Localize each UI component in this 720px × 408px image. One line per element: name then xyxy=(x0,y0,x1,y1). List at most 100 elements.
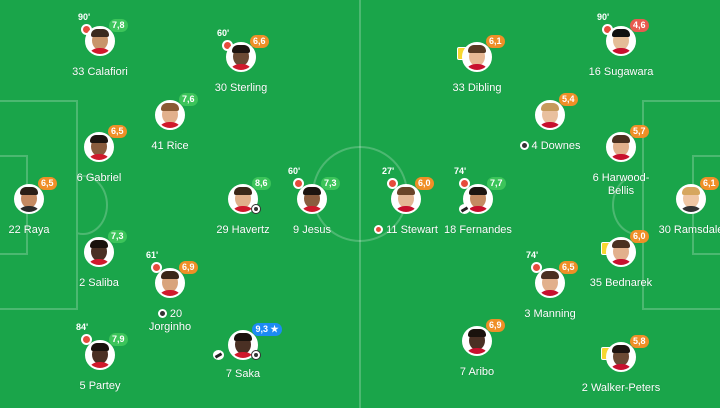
sub-minute: 60' xyxy=(217,28,230,38)
rating-badge: 6,1 xyxy=(700,177,719,190)
player-downes[interactable]: 5,4 4 Downes xyxy=(495,93,605,170)
player-stewart[interactable]: 27' 6,0 11 Stewart xyxy=(351,166,461,254)
sub-minute: 27' xyxy=(382,166,395,176)
sub-minute: 74' xyxy=(454,166,467,176)
player-name: 30 Ramsdale xyxy=(658,224,720,236)
rating-badge: 9,3 ★ xyxy=(252,323,282,336)
player-rice[interactable]: 7,6 41 Rice xyxy=(115,93,225,170)
avatar xyxy=(462,42,492,72)
avatar xyxy=(155,100,185,130)
avatar xyxy=(606,342,636,372)
rating-badge: 6,5 xyxy=(559,261,578,274)
player-saliba[interactable]: 7,3 2 Saliba xyxy=(44,230,154,307)
player-name: 2 Walker-Peters xyxy=(581,382,661,394)
rating-badge: 6,9 xyxy=(486,319,505,332)
avatar xyxy=(85,340,115,370)
sub-off-icon xyxy=(151,262,162,273)
rating-badge: 6,9 xyxy=(179,261,198,274)
red-icon xyxy=(374,225,384,234)
player-name: 18 Fernandes xyxy=(444,224,512,236)
player-walker-peters[interactable]: 5,8 2 Walker-Peters xyxy=(566,335,676,408)
avatar xyxy=(463,184,493,214)
player-harwood-bellis[interactable]: 5,7 6 Harwood-Bellis xyxy=(566,125,676,202)
player-manning[interactable]: 74' 6,5 3 Manning xyxy=(495,250,605,338)
player-calafiori[interactable]: 90' 7,8 33 Calafiori xyxy=(45,12,155,96)
player-partey[interactable]: 84' 7,9 5 Partey xyxy=(45,322,155,408)
player-name: 2 Saliba xyxy=(79,277,119,289)
avatar xyxy=(676,184,706,214)
sub-minute: 90' xyxy=(597,12,610,22)
player-name: 41 Rice xyxy=(151,140,189,152)
player-name: 11 Stewart xyxy=(351,224,461,237)
player-name: 3 Manning xyxy=(524,308,576,320)
rating-badge: 8,6 xyxy=(252,177,271,190)
player-sterling[interactable]: 60' 6,6 30 Sterling xyxy=(186,28,296,112)
player-name: 5 Partey xyxy=(79,380,121,392)
player-name: 33 Calafiori xyxy=(72,66,128,78)
avatar xyxy=(535,100,565,130)
avatar xyxy=(606,237,636,267)
goal-ball-icon xyxy=(251,350,261,360)
sub-off-icon xyxy=(459,178,470,189)
assist-icon xyxy=(157,309,167,318)
rating-badge: 7,9 xyxy=(109,333,128,346)
avatar xyxy=(606,26,636,56)
rating-badge: 5,4 xyxy=(559,93,578,106)
player-name: 7 Aribo xyxy=(459,366,495,378)
player-jesus[interactable]: 60' 7,3 9 Jesus xyxy=(257,166,367,254)
sub-off-icon xyxy=(602,24,613,35)
sub-minute: 74' xyxy=(526,250,539,260)
rating-badge: 7,6 xyxy=(179,93,198,106)
sub-off-icon xyxy=(387,178,398,189)
rating-badge: 5,8 xyxy=(630,335,649,348)
rating-badge: 6,5 xyxy=(108,125,127,138)
avatar xyxy=(226,42,256,72)
sub-minute: 84' xyxy=(76,322,89,332)
sub-minute: 61' xyxy=(146,250,159,260)
player-name: 29 Havertz xyxy=(216,224,270,236)
player-bednarek[interactable]: 6,0 35 Bednarek xyxy=(566,230,676,307)
rating-badge: 6,1 xyxy=(486,35,505,48)
rating-badge: 5,7 xyxy=(630,125,649,138)
player-name: 22 Raya xyxy=(8,224,50,236)
player-name: 35 Bednarek xyxy=(589,277,653,289)
left-penalty-box xyxy=(0,100,78,310)
player-saka[interactable]: 9,3 ★ 7 Saka xyxy=(188,323,298,400)
assist-boot-icon xyxy=(459,204,470,214)
right-penalty-box xyxy=(642,100,720,310)
rating-badge: 7,7 xyxy=(487,177,506,190)
player-aribo[interactable]: 6,9 7 Aribo xyxy=(422,319,532,396)
player-name: 6 Gabriel xyxy=(76,172,122,184)
sub-off-icon xyxy=(222,40,233,51)
rating-badge: 7,3 xyxy=(108,230,127,243)
sub-minute: 90' xyxy=(78,12,91,22)
sub-off-icon xyxy=(531,262,542,273)
sub-off-icon xyxy=(81,24,92,35)
player-sugawara[interactable]: 90' 4,6 16 Sugawara xyxy=(566,12,676,96)
player-fernandes[interactable]: 74' 7,7 18 Fernandes xyxy=(423,166,533,254)
avatar xyxy=(84,237,114,267)
sub-off-icon xyxy=(81,334,92,345)
avatar xyxy=(155,268,185,298)
avatar xyxy=(297,184,327,214)
player-gabriel[interactable]: 6,5 6 Gabriel xyxy=(44,125,154,202)
player-raya[interactable]: 6,5 22 Raya xyxy=(0,177,84,254)
player-ramsdale[interactable]: 6,1 30 Ramsdale xyxy=(636,177,720,254)
avatar xyxy=(462,326,492,356)
avatar xyxy=(14,184,44,214)
avatar xyxy=(535,268,565,298)
player-name: 7 Saka xyxy=(225,368,261,380)
assist-boot-icon xyxy=(213,350,224,360)
rating-badge: 7,8 xyxy=(109,19,128,32)
player-name: 9 Jesus xyxy=(293,224,331,236)
player-havertz[interactable]: 8,6 29 Havertz xyxy=(188,177,298,254)
rating-badge: 6,5 xyxy=(38,177,57,190)
rating-badge: 7,3 xyxy=(321,177,340,190)
player-name: 30 Sterling xyxy=(214,82,268,94)
player-dibling[interactable]: 6,1 33 Dibling xyxy=(422,35,532,112)
player-name: 16 Sugawara xyxy=(588,66,654,78)
rating-badge: 6,0 xyxy=(415,177,434,190)
